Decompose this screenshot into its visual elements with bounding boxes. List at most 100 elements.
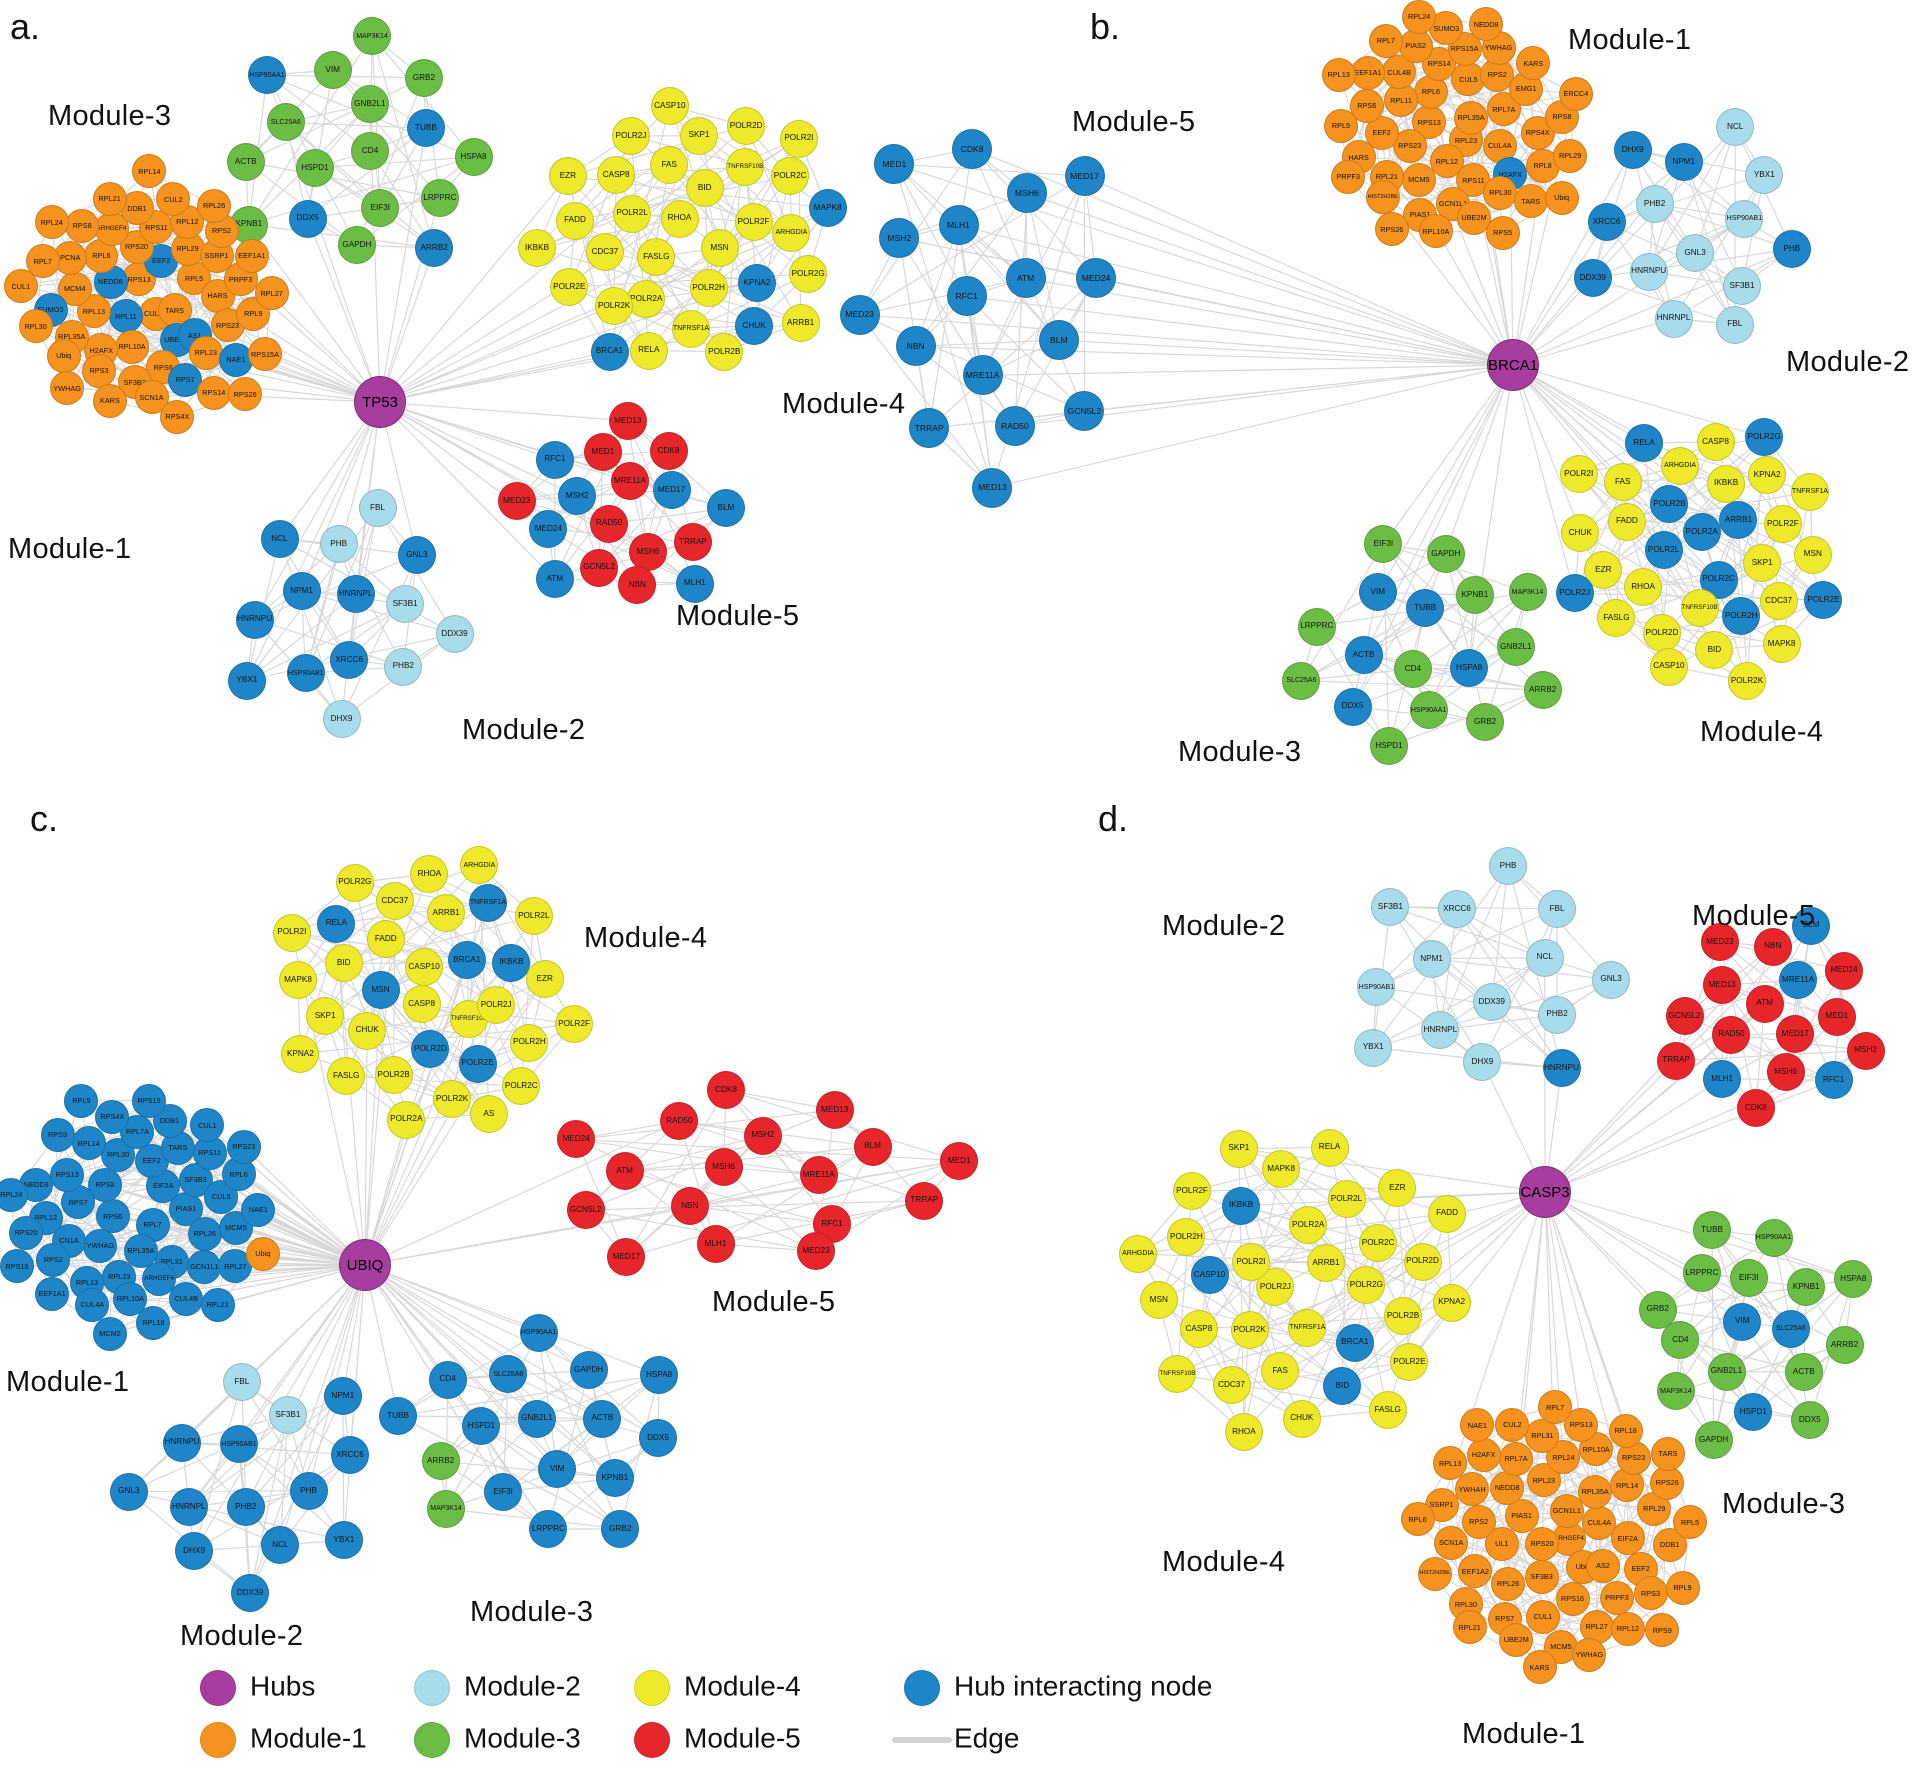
node-TUBB: TUBB [1693,1210,1732,1249]
node-GNB2L1: GNB2L1 [517,1399,556,1438]
node-RPL35A: RPL35A [123,1233,158,1268]
node-SCN1A: SCN1A [134,380,169,415]
node-CDK8: CDK8 [952,128,993,169]
node-HNRNPL: HNRNPL [1421,1011,1460,1050]
node-DDX39: DDX39 [435,614,474,653]
node-BLM: BLM [1038,320,1079,361]
node-PHB: PHB [319,525,358,564]
node-ACTB: ACTB [226,142,265,181]
node-NCL: NCL [260,519,299,558]
node-DDX5: DDX5 [1790,1400,1829,1439]
node-RPS9: RPS9 [40,1118,75,1152]
node-ARRB2: ARRB2 [421,1442,460,1481]
node-MLH1: MLH1 [1703,1059,1742,1098]
node-EIF3I: EIF3I [361,188,400,227]
node-MED13: MED13 [1703,965,1742,1004]
node-RPL13: RPL13 [1433,1446,1468,1481]
node-POLR2B: POLR2B [705,332,744,371]
node-BID: BID [1323,1367,1362,1406]
node-GAPDH: GAPDH [1694,1421,1733,1460]
node-CASP8: CASP8 [1696,422,1735,461]
node-SKP1: SKP1 [306,996,345,1035]
node-PRPF3: PRPF3 [1599,1580,1634,1615]
module-label-d-module-4: Module-4 [1162,1546,1286,1578]
node-POLR2B: POLR2B [1650,484,1689,523]
node-MSN: MSN [1793,535,1832,574]
node-RPL24: RPL24 [0,1177,29,1212]
node-RPL35A: RPL35A [1578,1474,1613,1509]
node-TRRAP: TRRAP [1657,1041,1696,1080]
node-POLR2E: POLR2E [1390,1343,1429,1382]
node-ATM: ATM [605,1152,644,1190]
node-RPS9: RPS9 [1645,1613,1680,1648]
node-RPS2: RPS2 [1461,1504,1496,1539]
node-HNRNPL: HNRNPL [169,1488,208,1527]
node-GAPDH: GAPDH [569,1351,608,1390]
node-SCN1A: SCN1A [1434,1526,1469,1561]
node-YWHAG: YWHAG [83,1228,118,1263]
node-DDX5: DDX5 [288,199,327,238]
node-NAE1: NAE1 [241,1192,276,1227]
node-TNFRSF1A: TNFRSF1A [1791,472,1829,511]
node-HSP90AB1: HSP90AB1 [1725,199,1764,238]
node-LRPPRC: LRPPRC [529,1510,568,1549]
node-ARHGDIA: ARHGDIA [1119,1234,1158,1273]
node-ARRB2: ARRB2 [1523,671,1562,710]
node-TARS: TARS [1651,1436,1685,1471]
node-POLR2L: POLR2L [514,896,553,935]
node-RPL9: RPL9 [1665,1570,1700,1605]
node-GAPDH: GAPDH [337,226,376,265]
node-HNRNPL: HNRNPL [336,575,375,614]
node-POLR2I: POLR2I [1559,454,1598,493]
node-CASP10: CASP10 [1190,1256,1229,1295]
node-RPL7: RPL7 [1368,23,1403,58]
node-RPS16: RPS16 [0,1249,34,1284]
node-MED1: MED1 [874,143,915,184]
node-NBN: NBN [670,1187,709,1226]
node-GAPDH: GAPDH [1426,535,1465,573]
node-GRB2: GRB2 [1638,1290,1677,1329]
node-IKBKB: IKBKB [1222,1186,1261,1225]
node-XRCC6: XRCC6 [1587,203,1626,242]
node-MSH6: MSH6 [1766,1052,1805,1091]
node-XRCC6: XRCC6 [331,1436,369,1475]
node-FAS: FAS [1603,462,1642,501]
node-POLR2D: POLR2D [1643,613,1681,652]
node-RPL27: RPL27 [254,276,289,311]
node-POLR2G: POLR2G [1745,418,1784,457]
node-RFC1: RFC1 [946,276,987,317]
node-POLR2F: POLR2F [734,202,773,241]
node-VIM: VIM [538,1450,577,1489]
legend-swatch-module-4 [634,1670,670,1706]
node-TNFRSF1A: TNFRSF1A [1288,1308,1327,1347]
node-NEDD8: NEDD8 [1469,7,1504,42]
node-ATM: ATM [1745,984,1784,1023]
node-MED23: MED23 [839,294,880,335]
legend-edge-sample [892,1737,952,1743]
node-PHB2: PHB2 [1538,995,1577,1034]
node-POLR2E: POLR2E [458,1044,497,1083]
module-label-a-module-1: Module-1 [8,533,132,565]
node-MAPK8: MAPK8 [1262,1149,1301,1188]
node-MSH2: MSH2 [1846,1031,1885,1070]
node-GNL3: GNL3 [397,536,436,575]
module-label-c-module-1: Module-1 [6,1366,130,1398]
node-RPL10A: RPL10A [115,329,150,364]
node-RPS3: RPS3 [82,353,116,388]
node-MAP3K14: MAP3K14 [1508,573,1547,612]
node-MED13: MED13 [972,467,1013,508]
node-PRPF3: PRPF3 [1331,159,1366,194]
node-CD4: CD4 [1393,649,1432,688]
node-SF3B3: SF3B3 [1524,1559,1559,1594]
node-RPL21: RPL21 [200,1288,235,1323]
panel-label-d: d. [1098,798,1129,839]
node-NPM1: NPM1 [282,572,321,611]
node-VIM: VIM [1723,1302,1762,1341]
node-EIF3I: EIF3I [484,1472,523,1511]
node-RPS23: RPS23 [226,1129,261,1164]
node-CDC37: CDC37 [375,881,414,920]
node-POLR2K: POLR2K [1230,1310,1269,1349]
node-RPL5: RPL5 [1673,1505,1707,1540]
node-POLR2A: POLR2A [627,280,666,319]
node-EIF3I: EIF3I [1729,1259,1768,1298]
